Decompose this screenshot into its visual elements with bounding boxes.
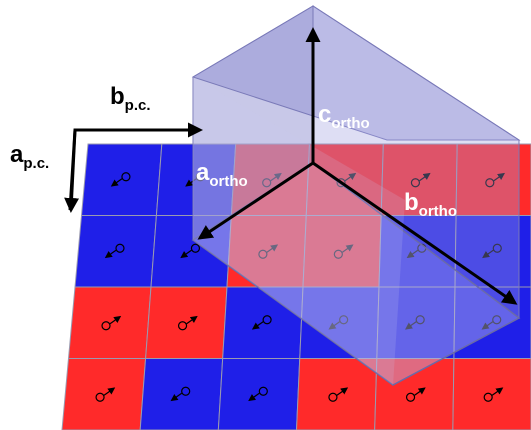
a-pc-label: ap.c. (10, 141, 49, 172)
spin-arrow (101, 315, 122, 331)
lattice-cell (453, 286, 531, 359)
a-ortho-arrow (197, 161, 314, 240)
spin-arrow (483, 387, 504, 402)
box-front-face (193, 77, 405, 385)
spin-arrow (405, 315, 425, 330)
spin-arrow (328, 315, 349, 330)
lattice-cell (80, 143, 163, 216)
spin-arrow (180, 243, 201, 259)
spin-arrow (177, 315, 198, 331)
spin-arrow (485, 172, 505, 188)
spin-arrow (333, 244, 354, 259)
spin-arrow (481, 315, 502, 330)
b-pc-label: bp.c. (110, 83, 151, 114)
lattice-cell (455, 143, 531, 216)
lattice-cell (67, 286, 152, 359)
spin-arrow (170, 386, 191, 402)
spin-arrow (405, 387, 426, 402)
lattice-cell (145, 286, 228, 359)
spin-arrow (410, 172, 431, 188)
b-ortho-arrow (312, 161, 518, 305)
spin-arrow (328, 387, 349, 402)
spin-arrow (336, 172, 357, 188)
a-ortho-label: aortho (196, 159, 248, 190)
lattice-cell (217, 358, 301, 430)
spin-arrow (95, 387, 116, 402)
spin-arrow (482, 243, 502, 259)
spin-arrow (110, 172, 131, 187)
spin-arrow (248, 386, 268, 402)
lattice-cell (74, 215, 157, 288)
lattice-cell (295, 358, 378, 430)
spin-arrow (251, 315, 272, 330)
spin-arrow (104, 243, 125, 259)
a-pc-arrow (64, 129, 80, 213)
axis-vectors (64, 27, 518, 305)
lattice-cell (61, 358, 147, 430)
lattice-cell (374, 358, 455, 430)
c-ortho-label: cortho (318, 101, 370, 132)
spin-arrow (258, 244, 279, 259)
lattice-cell (139, 358, 224, 430)
lattice-cell (452, 358, 531, 430)
b-ortho-label: bortho (404, 189, 457, 220)
